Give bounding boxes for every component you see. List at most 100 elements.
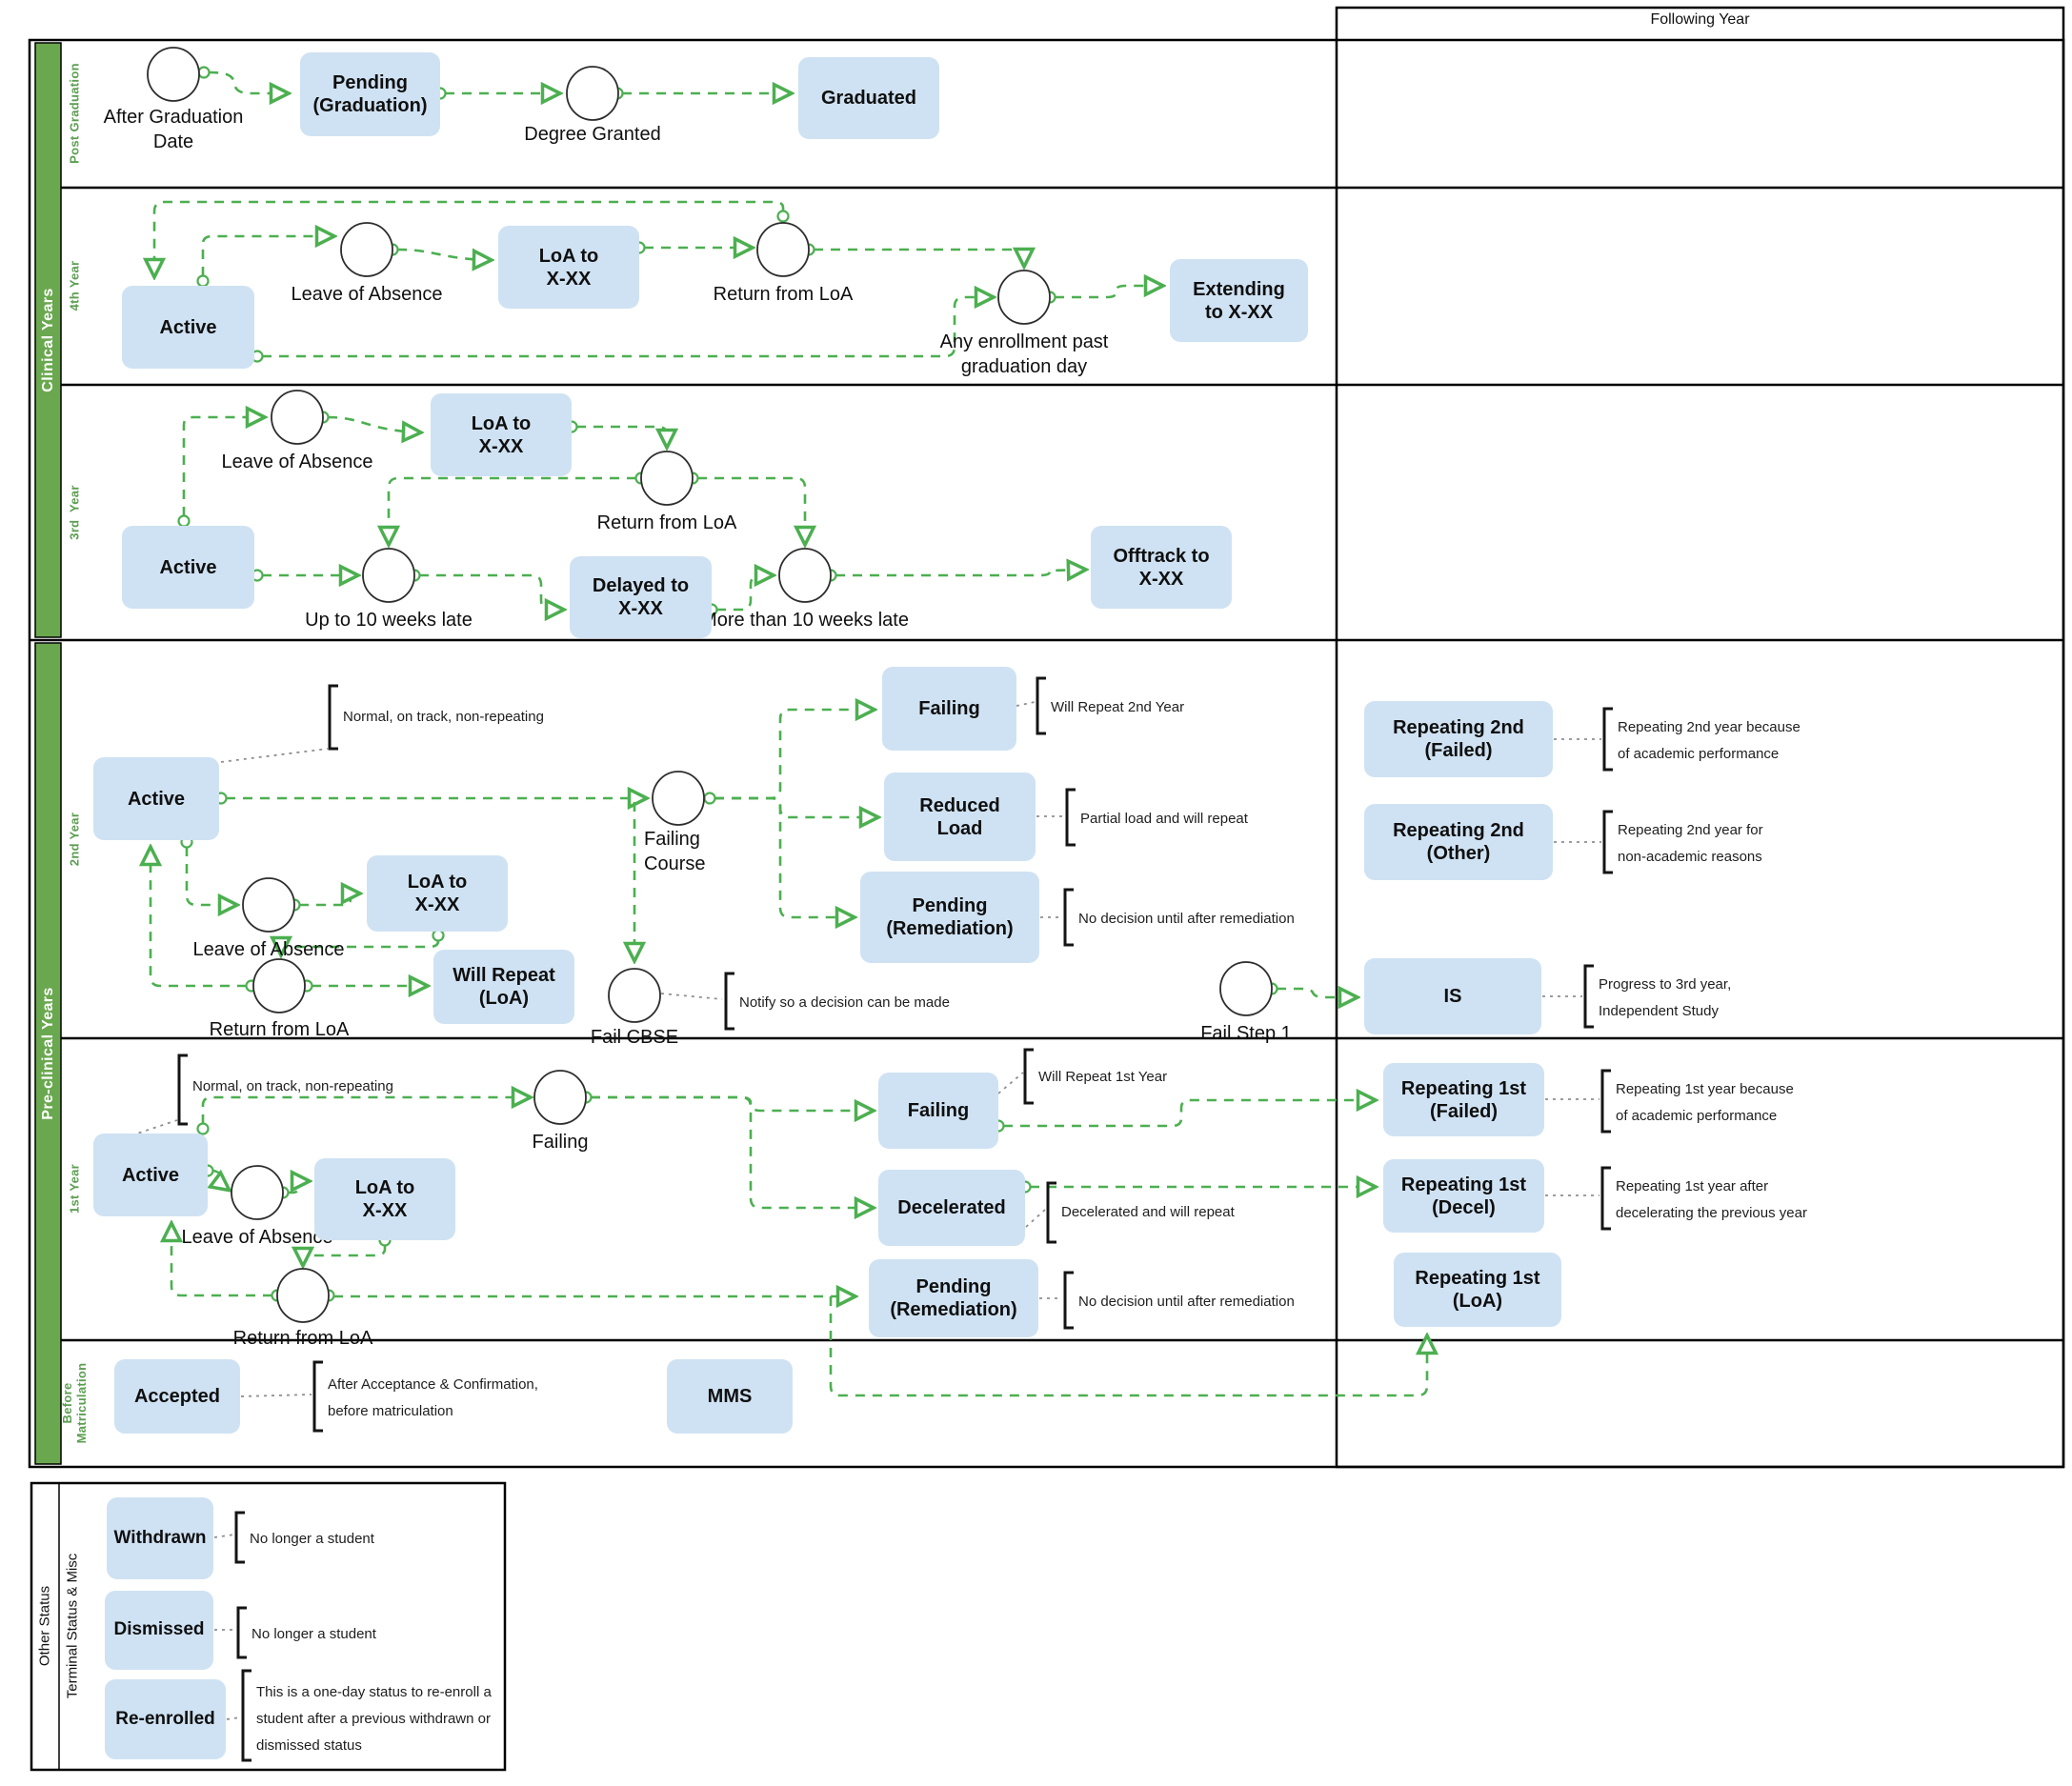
event-c_return_4[interactable] — [756, 222, 810, 277]
event-c_loa_4[interactable] — [340, 222, 393, 277]
connector-c_up_to_10-to-b_delayed — [419, 573, 563, 610]
event-label-c_loa_1: Leave of Absence — [181, 1227, 333, 1248]
note-line-n_accepted — [240, 1394, 312, 1397]
event-c_failing_1[interactable] — [533, 1070, 587, 1125]
event-label-c_up_to_10: Up to 10 weeks late — [305, 610, 473, 631]
lane-label-4th-year: 4th Year — [67, 260, 82, 311]
annotation-a_notify: Notify so a decision can be made — [739, 994, 950, 1011]
bracket-a_reenrolled — [241, 1669, 251, 1762]
group-band-clinical — [34, 42, 62, 638]
status-box-b_repeating_1_failed[interactable]: Repeating 1st(Failed) — [1383, 1063, 1544, 1136]
status-box-b_pending_remediation_1[interactable]: Pending(Remediation) — [869, 1259, 1038, 1337]
connector-b_active_2-to-c_loa_2 — [185, 847, 236, 905]
status-box-b_repeating_2_other[interactable]: Repeating 2nd(Other) — [1364, 804, 1553, 880]
status-box-b_repeating_1_decel[interactable]: Repeating 1st(Decel) — [1383, 1159, 1544, 1233]
event-c_loa_3[interactable] — [271, 390, 324, 445]
status-box-b_reenrolled[interactable]: Re-enrolled — [105, 1679, 226, 1759]
note-line-n_failcbse — [660, 993, 723, 1000]
connector-c_return_3-to-c_more_than_10 — [697, 476, 805, 544]
connector-c_fail_step_1-to-b_is — [1277, 989, 1357, 997]
status-box-b_pending_remediation_2[interactable]: Pending(Remediation) — [860, 872, 1039, 963]
note-line-n_active1 — [131, 1119, 178, 1136]
bracket-a_will_repeat_2 — [1036, 676, 1046, 735]
status-box-b_is[interactable]: IS — [1364, 958, 1541, 1034]
connector-c_return_1-to-b_active_1 — [171, 1224, 272, 1297]
annotation-a_no_decision_2: No decision until after remediation — [1078, 911, 1295, 927]
event-label-c_degree_granted: Degree Granted — [524, 124, 661, 145]
status-box-b_decelerated[interactable]: Decelerated — [878, 1170, 1025, 1246]
note-line-n_failing2 — [1016, 701, 1036, 707]
status-box-b_will_repeat_loa[interactable]: Will Repeat(LoA) — [433, 950, 574, 1024]
status-box-b_dismissed[interactable]: Dismissed — [105, 1591, 213, 1670]
annotation-a_will_repeat_2: Will Repeat 2nd Year — [1051, 699, 1185, 715]
event-label-c_return_4: Return from LoA — [713, 284, 854, 305]
connector-c_after_grad-to-b_pending_grad — [208, 70, 288, 93]
status-box-b_pending_grad[interactable]: Pending(Graduation) — [300, 52, 440, 136]
other-status-group-label: Other Status — [36, 1585, 53, 1667]
event-c_loa_2[interactable] — [242, 877, 295, 933]
annotation-a_accepted: After Acceptance & Confirmation,before m… — [328, 1376, 538, 1419]
bracket-a_partial — [1065, 788, 1076, 847]
connector-c_loa_3-to-b_loa_to_3 — [327, 415, 420, 432]
event-c_after_grad[interactable] — [147, 47, 200, 102]
status-box-b_active_1[interactable]: Active — [93, 1134, 208, 1216]
connector-b_failing_1-to-b_repeating_1_failed — [1003, 1100, 1375, 1128]
event-c_return_2[interactable] — [252, 958, 306, 1013]
group-label-preclinical-years: Pre-clinical Years — [39, 987, 56, 1120]
connector-c_return_3-to-c_up_to_10 — [389, 476, 636, 544]
note-line-n_decel — [1025, 1209, 1046, 1228]
event-c_degree_granted[interactable] — [566, 66, 619, 121]
status-box-b_failing_2[interactable]: Failing — [882, 667, 1016, 751]
connector-b_loa_to_3-to-c_return_3 — [576, 425, 667, 447]
status-box-b_mms[interactable]: MMS — [667, 1359, 793, 1434]
status-box-b_accepted[interactable]: Accepted — [114, 1359, 240, 1434]
event-c_any_enrollment[interactable] — [997, 270, 1051, 325]
bracket-a_notify — [724, 972, 734, 1031]
bracket-a_normal_2 — [328, 684, 338, 751]
event-c_return_1[interactable] — [276, 1268, 330, 1323]
event-label-c_loa_3: Leave of Absence — [221, 452, 373, 472]
connector-b_active_3-to-c_loa_3 — [182, 417, 264, 516]
status-box-b_failing_1[interactable]: Failing — [878, 1073, 998, 1149]
note-line-n_active2 — [220, 748, 329, 763]
connector-c_return_4-to-c_any_enrollment — [814, 250, 1024, 266]
event-label-c_return_2: Return from LoA — [209, 1019, 350, 1040]
event-c_return_3[interactable] — [640, 451, 694, 506]
event-c_more_than_10[interactable] — [778, 548, 832, 603]
status-box-b_active_2[interactable]: Active — [93, 757, 219, 840]
connector-c_loa_4-to-b_loa_to_4 — [396, 250, 491, 260]
status-box-b_active_4[interactable]: Active — [122, 286, 254, 369]
bracket-a_withdrawn — [234, 1511, 245, 1564]
event-c_loa_1[interactable] — [231, 1165, 284, 1220]
status-box-b_active_3[interactable]: Active — [122, 526, 254, 609]
event-c_failing_course[interactable] — [652, 771, 705, 826]
note-line-n_withdrawn — [213, 1534, 235, 1538]
bracket-a_no_decision_2 — [1063, 888, 1074, 947]
bracket-a_decelerated — [1046, 1181, 1056, 1244]
status-box-b_graduated[interactable]: Graduated — [798, 57, 939, 139]
status-box-b_repeating_1_loa[interactable]: Repeating 1st(LoA) — [1394, 1253, 1561, 1327]
event-c_fail_step_1[interactable] — [1219, 961, 1273, 1016]
following-year-column-border — [1335, 6, 2065, 1469]
bracket-a_rep2_other — [1602, 810, 1613, 874]
status-box-b_repeating_2_failed[interactable]: Repeating 2nd(Failed) — [1364, 701, 1553, 777]
event-c_up_to_10[interactable] — [362, 548, 415, 603]
status-box-b_withdrawn[interactable]: Withdrawn — [107, 1497, 213, 1579]
annotation-a_normal_1: Normal, on track, non-repeating — [192, 1078, 393, 1094]
event-c_fail_cbse[interactable] — [608, 968, 661, 1023]
connector-c_return_4-to-b_active_4 — [154, 200, 785, 276]
connector-b_delayed-to-c_more_than_10 — [716, 575, 773, 612]
